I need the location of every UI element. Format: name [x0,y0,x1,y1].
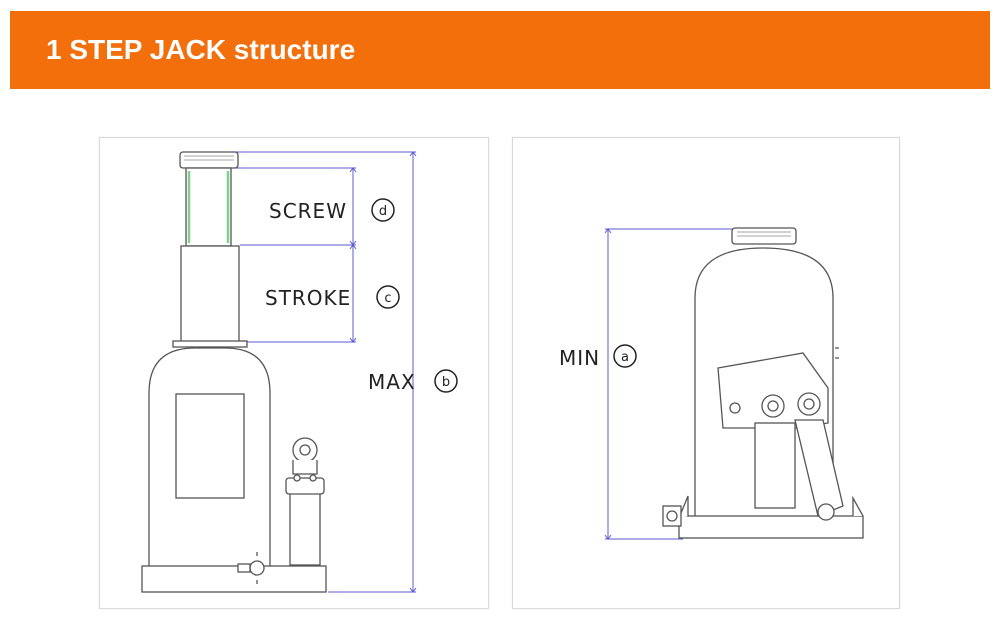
dimension-lines [604,228,738,540]
stroke-label: STROKE [265,286,351,310]
max-label: MAX [368,370,416,394]
screw-mark-circle [371,198,395,222]
extended-jack-drawing: SCREW d STROKE c MAX b [141,151,458,593]
max-mark: b [442,375,450,390]
screw-label: SCREW [269,199,347,223]
page-title: 1 STEP JACK structure [46,34,356,65]
screw-mark: d [379,204,387,219]
jack-body [662,227,864,539]
stroke-mark: c [384,291,391,306]
collapsed-jack-drawing: MIN a [559,227,864,540]
min-label: MIN [559,346,600,370]
max-height-diagram-panel: SCREW d STROKE c MAX b [99,137,489,609]
jack-body [141,151,327,593]
min-height-diagram-panel: MIN a [512,137,900,609]
max-mark-circle [434,369,458,393]
min-mark: a [621,350,629,365]
stroke-mark-circle [376,285,400,309]
min-mark-circle [613,344,637,368]
dimension-lines [236,151,417,593]
title-banner: 1 STEP JACK structure [10,11,990,89]
